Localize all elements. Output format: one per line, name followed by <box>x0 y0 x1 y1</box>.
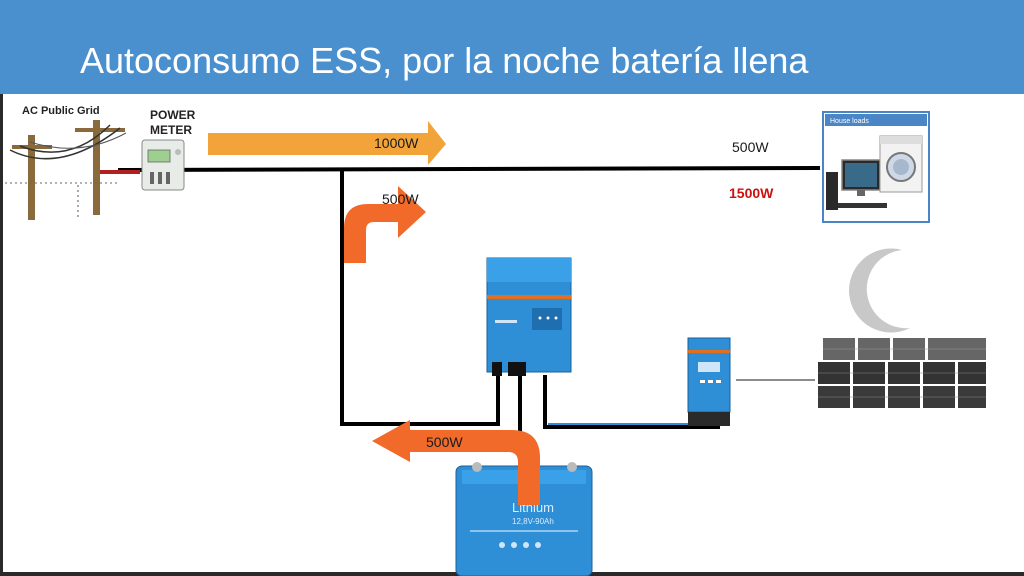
battery-flow-arrow <box>372 420 540 505</box>
grid-label: AC Public Grid <box>22 105 100 117</box>
solar-panels-icon <box>818 338 986 408</box>
power-meter-icon <box>141 139 185 191</box>
total-loads-label: 1500W <box>729 185 774 201</box>
slide-left-border <box>0 94 3 576</box>
meter-label-line2: METER <box>150 123 192 137</box>
inverter-flow-arrow <box>344 186 426 263</box>
utility-pole-icon <box>5 120 127 220</box>
grid-flow-label: 1000W <box>374 135 419 151</box>
washing-machine-icon <box>879 135 923 193</box>
grid-flow-arrow <box>208 121 446 165</box>
house-loads-label: House loads <box>830 118 869 125</box>
lithium-battery-icon <box>455 462 593 576</box>
battery-spec-label: 12,8V-90Ah <box>512 517 554 526</box>
inverter-ac-line <box>340 168 500 426</box>
battery-flow-label: 500W <box>426 434 463 450</box>
meter-label-line1: POWER <box>150 108 196 122</box>
ac-main-line <box>117 166 821 172</box>
top-right-flow-label: 500W <box>732 139 769 155</box>
multiplus-inverter-icon <box>486 257 572 376</box>
title-bar: Autoconsumo ESS, por la noche batería ll… <box>0 0 1024 94</box>
inverter-flow-label: 500W <box>382 191 419 207</box>
moon-icon <box>849 248 910 333</box>
mppt-controller-icon <box>687 337 731 426</box>
slide-title: Autoconsumo ESS, por la noche batería ll… <box>80 40 809 81</box>
